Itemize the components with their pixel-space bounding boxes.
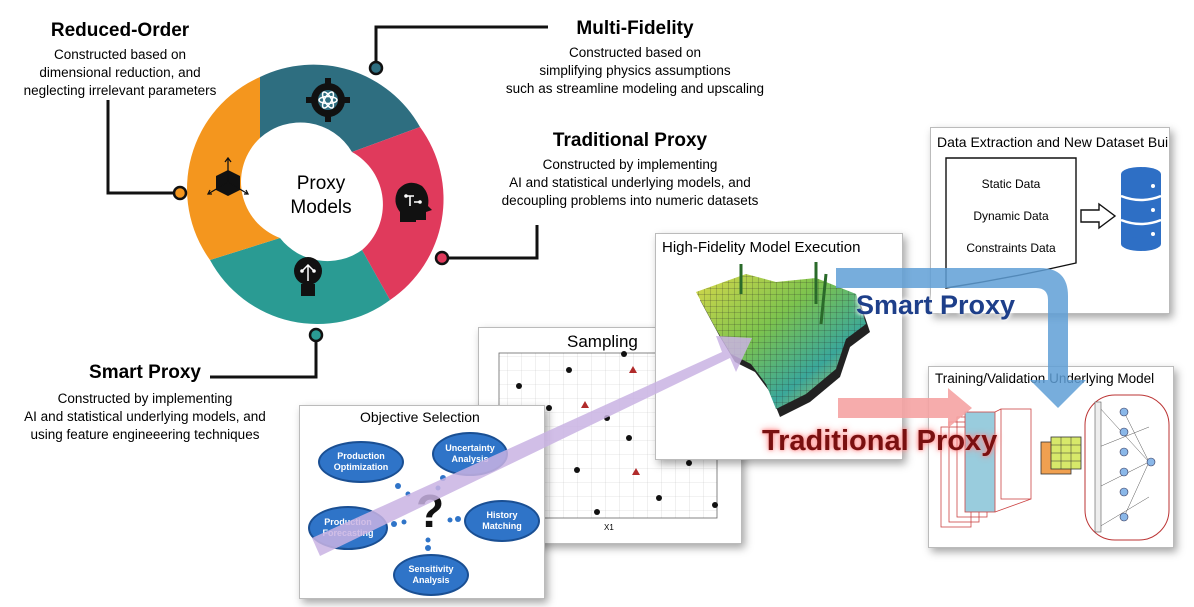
neural-network-graphic (940, 394, 1170, 541)
cloud-label: Production Optimization (333, 451, 389, 472)
database-icon (1120, 167, 1162, 251)
dynamic-data-label: Dynamic Data (973, 209, 1049, 223)
gear-atom-icon (306, 78, 350, 122)
traditional-proxy-arrow (838, 388, 972, 428)
wheel-center-label: Proxy Models (276, 172, 366, 220)
sampling-axis-label: X1 (604, 523, 614, 532)
traditional-proxy-title: Traditional Proxy (552, 130, 708, 151)
data-extraction-graphic (945, 157, 1162, 289)
reduced-order-title: Reduced-Order (50, 20, 190, 41)
objective-selection-card: Objective Selection Production Optimizat… (299, 405, 545, 599)
multi-fidelity-title: Multi-Fidelity (576, 18, 694, 39)
training-title: Training/Validation Underlying Model (935, 371, 1155, 386)
smart-proxy-flow-label: Smart Proxy (856, 290, 1016, 320)
cloud-label: History Matching (482, 510, 522, 531)
smart-proxy-block: Smart Proxy Constructed by implementing … (0, 362, 290, 444)
reduced-order-desc-line: neglecting irrelevant parameters (23, 83, 217, 98)
multi-fidelity-block: Multi-Fidelity Constructed based on simp… (500, 18, 770, 98)
lightbulb-icon (294, 257, 322, 296)
ai-head-icon (395, 182, 432, 222)
wheel-center-text: Proxy Models (290, 173, 352, 218)
proxy-models-wheel (187, 64, 444, 325)
multi-fidelity-desc-line: simplifying physics assumptions (539, 63, 731, 78)
hifi-card: High-Fidelity Model Execution (655, 233, 903, 460)
static-data-label: Static Data (981, 177, 1041, 191)
traditional-proxy-desc-line: AI and statistical underlying models, an… (509, 175, 751, 190)
cloud-label: Sensitivity Analysis (408, 564, 454, 585)
data-extraction-title: Data Extraction and New Dataset Build-up (937, 134, 1170, 150)
wheel-connectors (106, 25, 548, 379)
smart-proxy-desc-line: Constructed by implementing (57, 391, 233, 406)
traditional-proxy-desc-line: decoupling problems into numeric dataset… (501, 193, 759, 208)
reduced-order-block: Reduced-Order Constructed based on dimen… (5, 20, 235, 100)
smart-proxy-desc-line: using feature engineeering techniques (30, 427, 260, 442)
cloud-history-matching: History Matching (464, 500, 540, 542)
traditional-proxy-desc-line: Constructed by implementing (542, 157, 718, 172)
multi-fidelity-desc-line: Constructed based on (568, 45, 702, 60)
reduced-order-desc-line: Constructed based on (53, 47, 187, 62)
cube-icon (206, 156, 250, 196)
objective-selection-title: Objective Selection (360, 409, 480, 425)
wheel-segment-reduced-order (187, 77, 280, 260)
reduced-order-desc-line: dimensional reduction, and (39, 65, 201, 80)
traditional-proxy-flow-label: Traditional Proxy (762, 425, 998, 457)
smart-proxy-desc-line: AI and statistical underlying models, an… (24, 409, 266, 424)
workflow-lavender-arrow (312, 336, 752, 556)
multi-fidelity-desc-line: such as streamline modeling and upscalin… (505, 81, 765, 96)
smart-proxy-arrow (836, 268, 1086, 408)
cloud-production-optimization: Production Optimization (318, 441, 404, 483)
cloud-label: Uncertainty Analysis (445, 443, 495, 464)
smart-proxy-title: Smart Proxy (89, 362, 201, 383)
hifi-title: High-Fidelity Model Execution (662, 239, 861, 256)
traditional-proxy-block: Traditional Proxy Constructed by impleme… (480, 130, 780, 210)
sampling-title: Sampling (567, 332, 638, 351)
constraints-data-label: Constraints Data (966, 241, 1056, 255)
cloud-sensitivity-analysis: Sensitivity Analysis (393, 554, 469, 596)
wheel-segment-traditional-proxy (352, 127, 444, 300)
reservoir-model-graphic (696, 262, 870, 417)
